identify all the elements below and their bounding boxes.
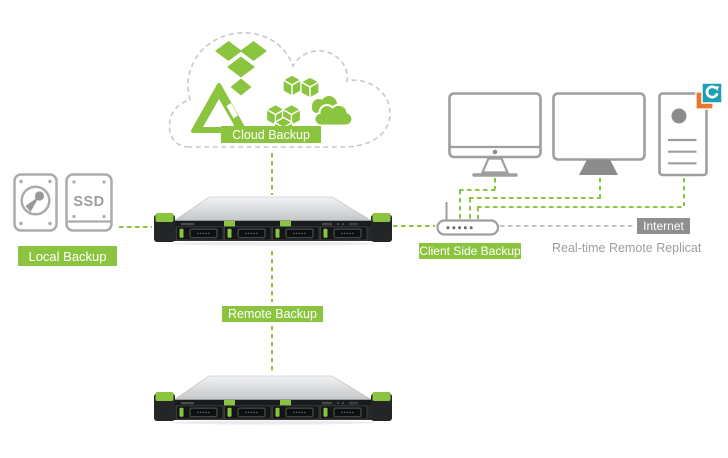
connector-ssd-to-nas: [119, 226, 152, 228]
internet-label: Internet: [637, 218, 690, 234]
google-drive-icon: [191, 83, 247, 133]
connector-imac-to-router: [459, 190, 461, 219]
tower-pc-icon: [658, 92, 708, 177]
connector-imac-drop: [494, 178, 496, 189]
hdd-icon: [13, 173, 58, 232]
connector-nas-to-router: [393, 225, 435, 227]
local-backup-label: Local Backup: [18, 246, 117, 266]
connector-nas-to-remote-label: [271, 251, 273, 302]
realtime-remote-replication-text: Real-time Remote Replicat: [552, 241, 702, 255]
dropbox-icon: [215, 41, 267, 96]
connector-tower-to-router: [477, 207, 479, 219]
onedrive-cloud-icon: [312, 96, 353, 127]
connector-monitor-run: [469, 197, 601, 199]
cloud-backup-label: Cloud Backup: [221, 126, 321, 143]
remote-backup-label: Remote Backup: [222, 306, 323, 322]
ssd-icon: SSD: [65, 173, 113, 232]
connector-imac-run: [459, 189, 496, 191]
connector-tower-drop: [683, 178, 685, 206]
nas-server-main: [154, 196, 392, 246]
sync-replicator-badge-icon: [695, 82, 723, 110]
ssd-text: SSD: [73, 194, 104, 210]
connector-router-to-internet: [500, 225, 634, 227]
connector-remote-label-to-nas2: [271, 326, 273, 373]
connector-cloud-to-nas: [271, 153, 273, 195]
nas-server-remote: [154, 375, 392, 425]
monitor-icon: [552, 92, 646, 175]
connector-tower-run: [477, 206, 685, 208]
client-side-backup-label: Client Side Backup: [419, 243, 521, 259]
imac-icon: [448, 92, 542, 177]
connector-monitor-to-router: [469, 198, 471, 219]
cloud-outline: [168, 32, 391, 148]
router-icon: [436, 202, 500, 236]
connector-monitor-drop: [599, 178, 601, 197]
